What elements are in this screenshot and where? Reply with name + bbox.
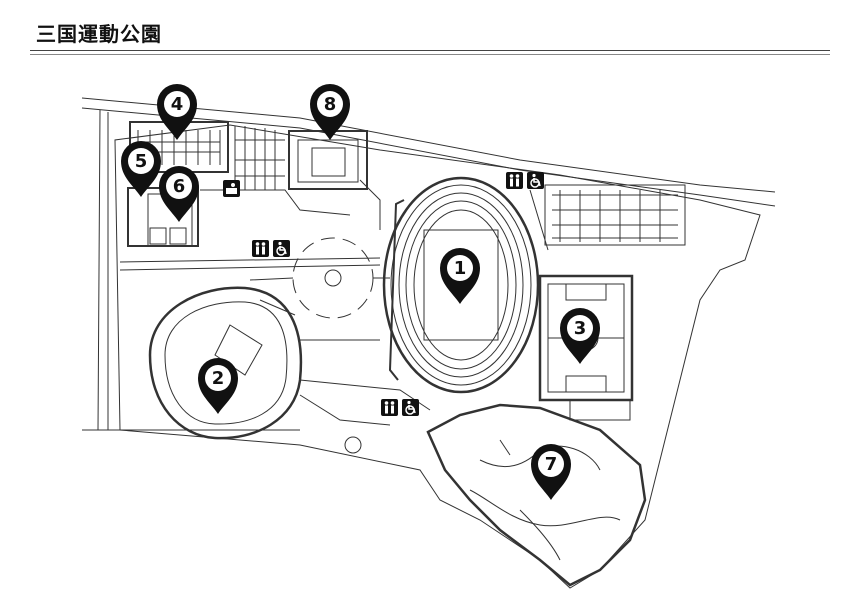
map-pin-1: 1 bbox=[440, 248, 480, 304]
facility-icons-south bbox=[381, 399, 419, 416]
map-pin-3: 3 bbox=[560, 308, 600, 364]
rest-area-icon bbox=[223, 180, 240, 197]
facility-icons-north bbox=[506, 172, 544, 189]
map-pin-8: 8 bbox=[310, 84, 350, 140]
title-divider bbox=[30, 50, 830, 51]
pin-label-2: 2 bbox=[212, 368, 225, 389]
wheelchair-icon bbox=[402, 399, 419, 416]
map-pin-2: 2 bbox=[198, 358, 238, 414]
wheelchair-icon bbox=[273, 240, 290, 257]
park-area-7 bbox=[426, 403, 647, 587]
title-divider-thin bbox=[30, 54, 830, 55]
athletics-stadium bbox=[382, 176, 540, 394]
pin-label-5: 5 bbox=[135, 151, 148, 172]
pin-label-7: 7 bbox=[545, 454, 558, 475]
parking-east bbox=[544, 184, 686, 246]
pin-label-8: 8 bbox=[324, 94, 337, 115]
restroom-icon bbox=[381, 399, 398, 416]
building-8 bbox=[288, 130, 368, 190]
pin-label-1: 1 bbox=[454, 258, 467, 279]
road-west bbox=[97, 109, 109, 431]
pin-label-6: 6 bbox=[173, 176, 186, 197]
map-pin-5: 5 bbox=[121, 141, 161, 197]
baseball-stadium bbox=[148, 286, 303, 440]
map-pin-6: 6 bbox=[159, 166, 199, 222]
park-boundary bbox=[114, 124, 761, 589]
pin-label-4: 4 bbox=[171, 94, 184, 115]
facility-icons-center bbox=[223, 180, 290, 257]
map-pin-4: 4 bbox=[157, 84, 197, 140]
wheelchair-icon bbox=[527, 172, 544, 189]
restroom-icon bbox=[252, 240, 269, 257]
page-title: 三国運動公園 bbox=[36, 22, 162, 46]
map-pin-7: 7 bbox=[531, 444, 571, 500]
pin-label-3: 3 bbox=[574, 318, 587, 339]
parking-west bbox=[234, 126, 285, 190]
restroom-icon bbox=[506, 172, 523, 189]
road-north bbox=[81, 97, 776, 193]
central-plaza bbox=[249, 237, 390, 319]
